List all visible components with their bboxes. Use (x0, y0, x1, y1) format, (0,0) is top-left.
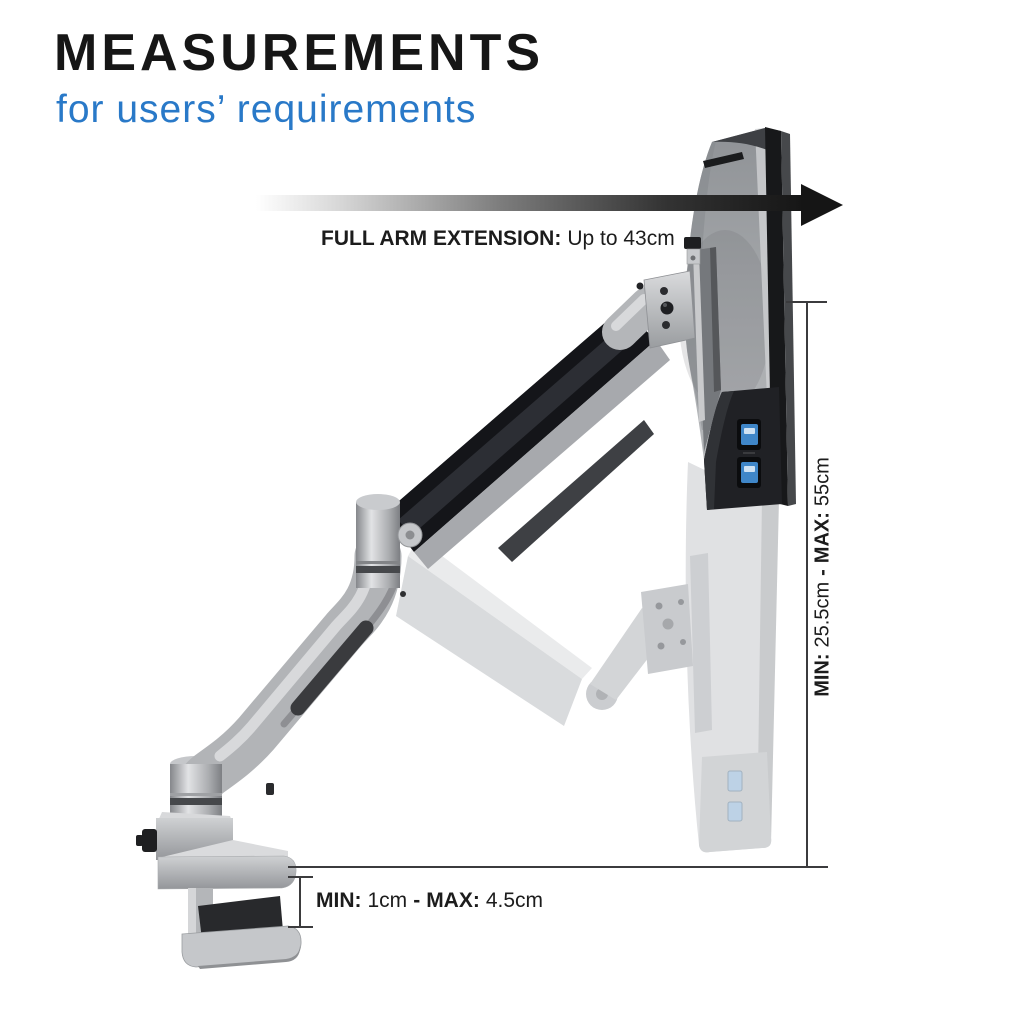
clamp-foot-shade (198, 946, 300, 969)
monitor (679, 127, 796, 510)
elbow-pivot-screw (405, 530, 415, 540)
ghost-screw (680, 639, 686, 645)
height-range-label: MIN: 25.5cm - MAX: 55cm (812, 457, 835, 697)
vesa-hub-highlight (663, 303, 667, 307)
monitor-top-cap (712, 128, 781, 151)
riser-ring (170, 798, 222, 805)
upper-arm-silver-strip (414, 340, 670, 569)
usb-port-tongue (744, 428, 755, 434)
height-max-label: MAX: (811, 512, 834, 564)
ghost-hub (662, 618, 674, 630)
upper-arm-cover-gloss (398, 334, 626, 535)
full-arm-extension-label: FULL ARM EXTENSION: Up to 43cm (321, 227, 675, 251)
height-separator: - (811, 569, 834, 576)
upper-arm-underside (498, 420, 654, 562)
ghost-lowered-position (396, 462, 779, 853)
ghost-usb-port (727, 801, 743, 822)
vesa-screw (662, 321, 670, 329)
monitor-mount-rail-edge (693, 251, 705, 422)
clamp-leg-highlight (188, 888, 196, 938)
monitor-bezel-side (781, 131, 796, 506)
clamp-bar (157, 855, 297, 890)
ghost-usb-port (727, 770, 743, 792)
vesa-hub (660, 301, 674, 315)
riser-cylinder (170, 764, 222, 820)
upper-arm (384, 308, 670, 569)
bracket-screw (690, 255, 696, 261)
monitor-handle-slot (703, 152, 744, 168)
arrow-head (801, 184, 843, 226)
measurement-lines (288, 301, 828, 928)
usb-port (741, 462, 758, 483)
height-max-value: 55cm (811, 457, 834, 507)
ghost-screw (657, 642, 665, 650)
extension-label-bold: FULL ARM EXTENSION: (321, 227, 562, 250)
elbow-cap (356, 494, 400, 510)
lower-arm (170, 494, 423, 822)
ghost-screw (678, 599, 684, 605)
cable-clip (266, 783, 274, 795)
side-screw (400, 591, 406, 597)
monitor-chin-bevel (704, 391, 734, 510)
page-subtitle: for users’ requirements (56, 88, 477, 131)
clamp-min-value: 1cm (367, 889, 408, 912)
ghost-arm-beam-top (408, 538, 592, 679)
height-min-value: 25.5cm (811, 581, 834, 648)
elbow-cylinder (356, 502, 400, 588)
extension-value: Up to 43cm (567, 227, 675, 250)
ghost-screw (655, 602, 663, 610)
quick-release-knob (684, 237, 701, 249)
vesa-mount (602, 270, 696, 350)
vesa-screw (660, 287, 668, 295)
clamp-knob-tip (136, 835, 143, 846)
head-bolt (636, 282, 644, 290)
head-cylinder-highlight (611, 294, 649, 331)
usb-port-tongue (744, 466, 755, 472)
head-cylinder (602, 287, 666, 350)
ghost-arm-beam (396, 556, 582, 726)
clamp-min-label: MIN: (316, 889, 362, 912)
elbow-ring-light (356, 561, 400, 564)
usb-label-mark (743, 452, 755, 454)
monitor-mount-rail-shadow (710, 247, 721, 392)
clamp-max-label: MAX: (426, 889, 480, 912)
elbow-ring (356, 566, 400, 573)
clamp-separator: - (413, 889, 421, 912)
clamp-max-value: 4.5cm (485, 889, 544, 912)
arrow-shaft (256, 195, 802, 211)
clamp-range-label: MIN: 1cm - MAX: 4.5cm (316, 889, 543, 913)
ghost-vesa-rail (690, 553, 712, 733)
page-title: MEASUREMENTS (54, 24, 545, 82)
usb-port (741, 424, 758, 445)
desk-clamp (136, 812, 302, 969)
height-min-label: MIN: (811, 653, 834, 697)
riser-ring-light (170, 793, 222, 796)
clamp-knob (142, 829, 157, 852)
clamp-bar-top (158, 840, 288, 858)
cable-channel (290, 620, 374, 716)
extension-arrow (256, 184, 843, 226)
